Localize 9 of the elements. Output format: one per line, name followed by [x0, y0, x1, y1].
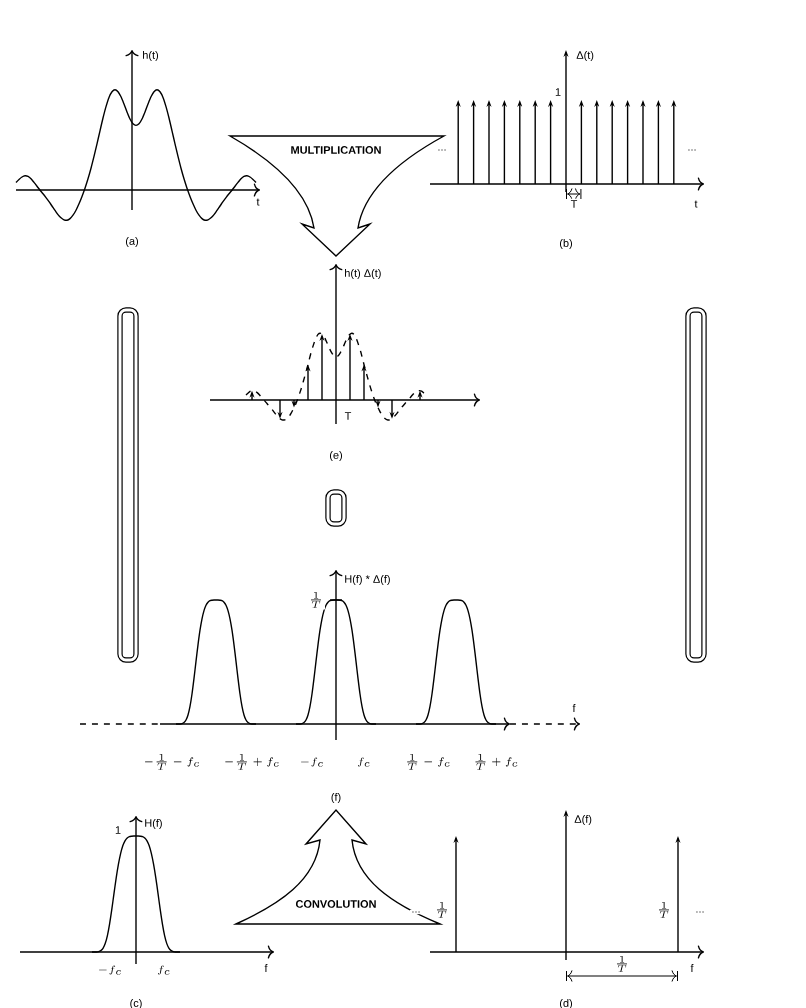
tick-label: $-\frac{1}{T}+f_c$: [222, 752, 282, 772]
tick-label: $-f_c$: [297, 755, 327, 769]
tick-label: $f_c$: [355, 755, 373, 769]
tick-label: $-\frac{1}{T}-f_c$: [141, 752, 203, 772]
tick-label: $\frac{1}{T}$: [307, 590, 325, 610]
tick-label: $-f_c$: [95, 963, 125, 977]
tick-label: $\frac{1}{T}-f_c$: [403, 752, 453, 772]
tick-label: $\frac{1}{T}+f_c$: [471, 752, 521, 772]
tick-label: $f_c$: [155, 963, 173, 977]
